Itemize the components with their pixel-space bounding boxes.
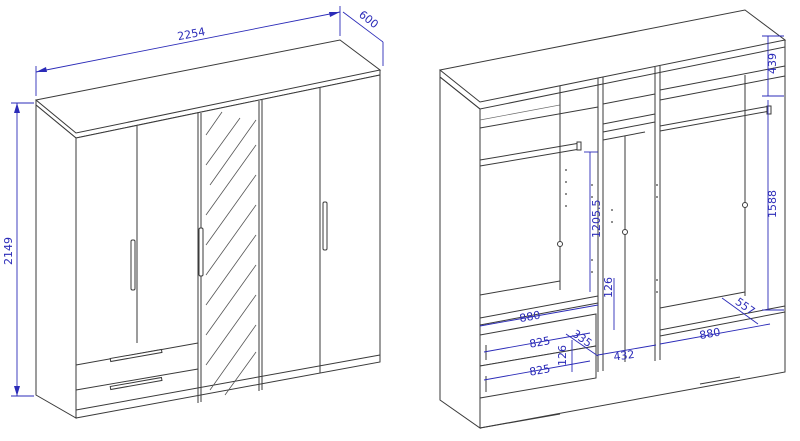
front-face [75, 74, 381, 419]
dim-middle-width: 432 [597, 344, 657, 364]
hanging-rail-end [766, 105, 772, 115]
dim-left-bottom: 880 [479, 304, 599, 327]
mirror-door [205, 111, 257, 396]
drawer-handle [109, 348, 163, 363]
dim-drawer-height: 126 [556, 340, 573, 372]
drawer-handle [109, 376, 163, 391]
door-handle [130, 239, 136, 291]
dim-drawer-bottom: 825 [483, 360, 591, 381]
dim-drawer-gap: 126 [602, 277, 615, 330]
shelf-holes [565, 169, 658, 293]
door-handle [322, 201, 328, 251]
label-1205-5: 1205.5 [590, 200, 603, 239]
side-panel [35, 103, 77, 419]
label-825-bottom: 825 [528, 362, 551, 378]
width-dimension: 2254 [35, 6, 341, 96]
label-1588: 1588 [766, 190, 779, 218]
label-126-bottom: 126 [556, 345, 569, 366]
top-slab [438, 9, 787, 103]
label-880-right: 880 [698, 326, 721, 342]
depth-label: 600 [356, 8, 381, 31]
open-wardrobe: 439 1588 1205.5 880 126 825 335 [438, 9, 787, 429]
drawers [479, 241, 597, 399]
height-dimension: 2149 [2, 102, 34, 397]
height-label: 2149 [2, 237, 15, 265]
dim-right-depth: 557 [721, 295, 759, 325]
label-126-top: 126 [602, 277, 615, 298]
label-432: 432 [613, 348, 636, 364]
label-825-top: 825 [528, 334, 551, 350]
drawer-line [75, 368, 199, 391]
dim-right-bottom: 880 [659, 323, 771, 345]
door-handle [198, 227, 204, 277]
dim-drawer-top: 825 [483, 332, 591, 353]
dim-top-shelf: 439 [762, 35, 784, 97]
left-compartment [479, 86, 599, 326]
label-880-left: 880 [518, 309, 541, 325]
label-439: 439 [766, 53, 779, 74]
middle-compartment [602, 93, 656, 362]
dim-right-hang: 1588 [762, 100, 784, 311]
closed-wardrobe: 2254 600 2149 [2, 6, 384, 419]
hanging-rail-end [576, 141, 582, 151]
width-label: 2254 [176, 25, 206, 43]
dim-middle-hang: 1205.5 [584, 151, 603, 292]
